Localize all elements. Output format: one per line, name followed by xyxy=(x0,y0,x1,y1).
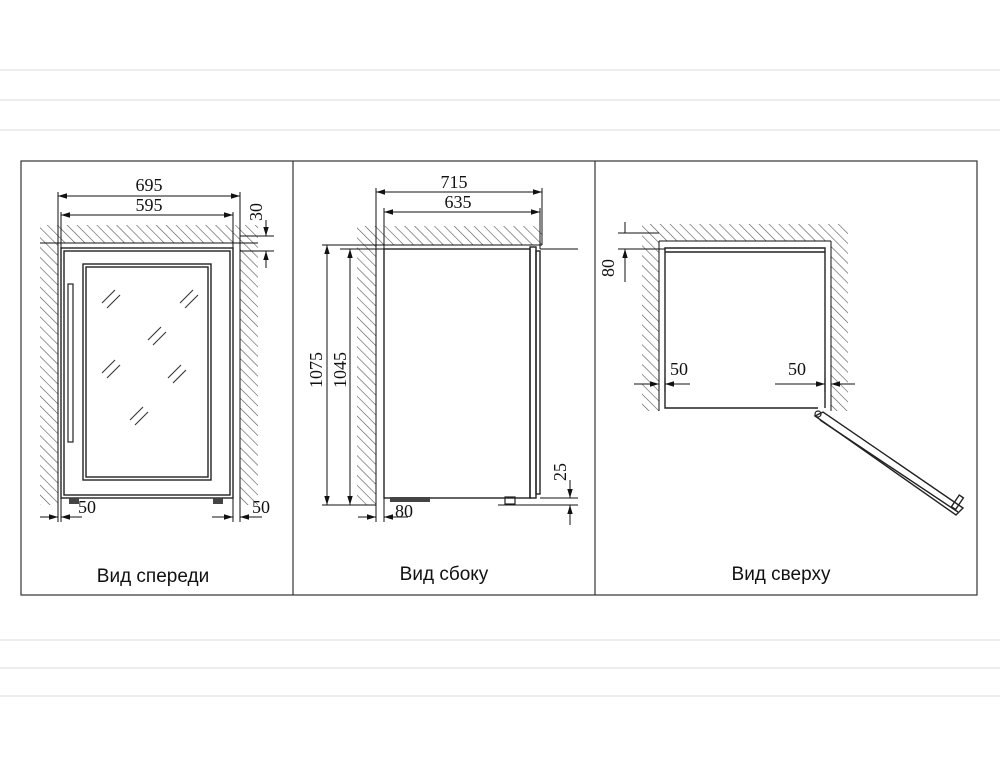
dim-25: 25 xyxy=(550,463,570,481)
front-wall-hatching xyxy=(40,225,258,505)
dim-595: 595 xyxy=(136,195,163,215)
door-handle xyxy=(67,283,74,443)
side-dimension-lines xyxy=(322,188,578,525)
dim-715: 715 xyxy=(441,172,468,192)
dim-30: 30 xyxy=(246,203,266,221)
dim-695: 695 xyxy=(136,175,163,195)
open-door xyxy=(813,410,965,516)
background-lines xyxy=(0,69,1000,697)
dim-50-right: 50 xyxy=(252,497,270,517)
side-cabinet xyxy=(383,246,541,505)
front-dimension-lines xyxy=(40,192,274,522)
dim-80-top: 80 xyxy=(598,259,618,277)
top-dimension-lines xyxy=(618,222,855,392)
side-rear-foot xyxy=(390,497,430,502)
side-front-foot xyxy=(504,496,516,505)
caption-side-view: Вид сбоку xyxy=(400,564,489,585)
caption-front-view: Вид спереди xyxy=(97,566,209,587)
top-cabinet xyxy=(664,247,965,516)
dim-1045: 1045 xyxy=(330,352,350,388)
front-view: 695 595 30 50 50 Вид спереди xyxy=(40,175,274,587)
dim-50-top-left: 50 xyxy=(670,359,688,379)
panel-frames xyxy=(20,160,978,596)
side-view: 715 635 1075 1045 80 25 Вид сбоку xyxy=(306,172,578,585)
front-cabinet xyxy=(60,247,234,504)
dim-635: 635 xyxy=(445,192,472,212)
top-view: 80 50 50 Вид сверху xyxy=(598,222,965,585)
foot-left xyxy=(69,498,79,504)
foot-right xyxy=(213,498,223,504)
dim-1075: 1075 xyxy=(306,352,326,388)
dim-80-side: 80 xyxy=(395,501,413,521)
top-wall-hatching xyxy=(642,224,848,411)
side-wall-hatching xyxy=(357,226,542,505)
dim-50-left: 50 xyxy=(78,497,96,517)
glass-reflections xyxy=(101,289,199,426)
caption-top-view: Вид сверху xyxy=(732,564,831,585)
dim-50-top-right: 50 xyxy=(788,359,806,379)
